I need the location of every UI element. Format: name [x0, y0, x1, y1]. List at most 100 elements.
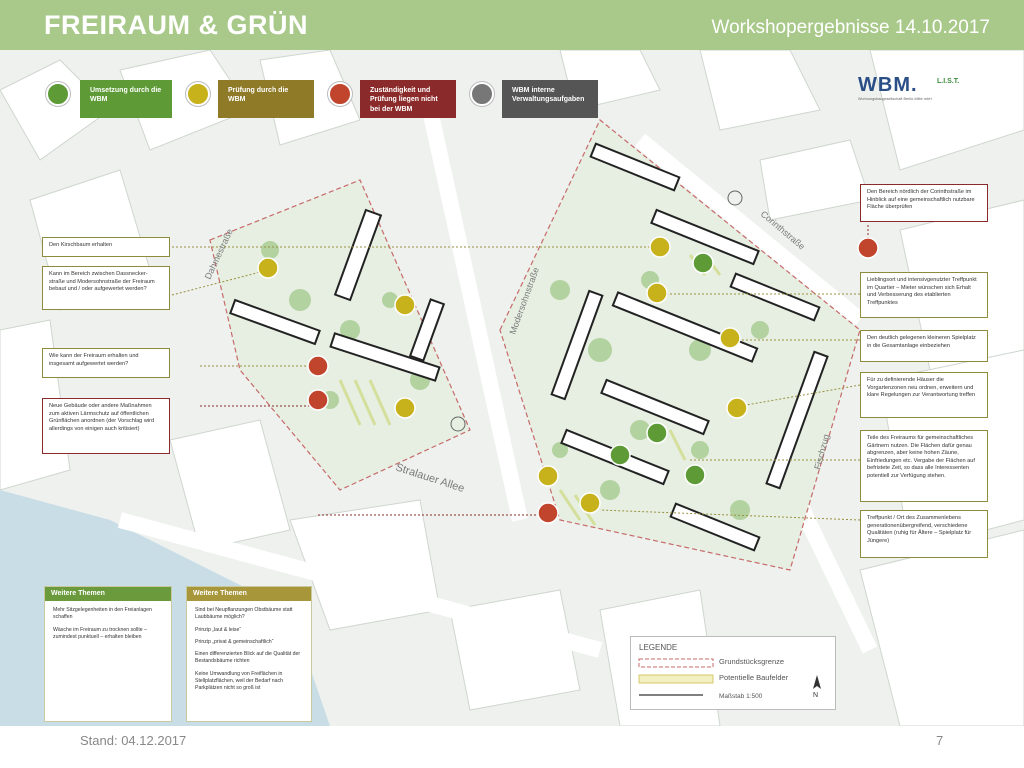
road — [422, 108, 528, 522]
tree — [289, 289, 311, 311]
tree — [552, 442, 568, 458]
callout-freiraum-aufwertung: Wie kann der Freiraum erhalten und insge… — [42, 348, 170, 378]
page-subtitle: Workshopergebnisse 14.10.2017 — [711, 17, 990, 38]
legend-boundary-swatch — [638, 658, 714, 668]
status-dot-red — [328, 82, 352, 106]
legend-title: LEGENDE — [639, 643, 678, 652]
marker-red — [307, 355, 329, 377]
themes-box-general: Weitere Themen Mehr Sitzgelegenheiten in… — [44, 586, 172, 722]
marker-yellow — [394, 397, 416, 419]
building — [729, 272, 821, 322]
legend-build-swatch — [638, 674, 714, 684]
connector-line — [171, 269, 269, 296]
legend-row-buildfields: Potentielle Baufelder — [719, 673, 789, 682]
wbm-logo-subtitle: Wohnungsbaugesellschaft Berlin-Mitte mbH — [858, 97, 932, 101]
callout-kirschbaum: Den Kirschbaum erhalten — [42, 237, 170, 257]
callout-corinthstrasse: Den Bereich nördlich der Corinthstraße i… — [860, 184, 988, 222]
building-block — [859, 529, 1024, 726]
tree — [588, 338, 612, 362]
page-header: FREIRAUM & GRÜN Workshopergebnisse 14.10… — [0, 0, 1024, 50]
marker-green — [684, 464, 706, 486]
themes-item: Mehr Sitzgelegenheiten in den Freianlage… — [53, 607, 152, 621]
building — [229, 298, 321, 346]
marker-yellow — [579, 492, 601, 514]
status-chip-yellow: Prüfung durch die WBM — [218, 80, 314, 118]
legend-scale: Maßstab 1:500 — [719, 693, 763, 700]
status-chip-green: Umsetzung durch die WBM — [80, 80, 172, 118]
tree — [691, 441, 709, 459]
marker-green — [646, 422, 668, 444]
building — [650, 208, 760, 266]
marker-red — [537, 502, 559, 524]
list-logo: L.I.S.T. — [937, 78, 960, 85]
connector-line — [599, 509, 861, 521]
building — [329, 332, 441, 382]
connector-line — [734, 384, 861, 408]
callout-spielplatz: Den deutlich gelegenen kleineren Spielpl… — [860, 330, 988, 362]
page-title: FREIRAUM & GRÜN — [44, 10, 308, 40]
bus-stop-icon — [727, 190, 743, 206]
status-dot-green — [46, 82, 70, 106]
footer-date: Stand: 04.12.2017 — [80, 733, 187, 748]
marker-yellow — [394, 294, 416, 316]
callout-freiraum-bebauung: Kann im Bereich zwischen Dassnecker-stra… — [42, 266, 170, 310]
marker-yellow — [726, 397, 748, 419]
building — [333, 208, 383, 302]
status-chip-grey: WBM interne Verwaltungsaufgaben — [502, 80, 598, 118]
marker-red — [307, 389, 329, 411]
callout-vorgartenzonen: Für zu definierende Häuser die Vorgarten… — [860, 372, 988, 418]
marker-yellow — [646, 282, 668, 304]
building-block — [759, 139, 871, 221]
legend-row-boundary: Grundstücksgrenze — [719, 657, 785, 666]
tree — [340, 320, 360, 340]
building — [669, 502, 761, 552]
marker-green — [609, 444, 631, 466]
tree — [751, 321, 769, 339]
themes-item: Prinzip „privat & gemeinschaftlich“ — [195, 638, 274, 645]
tree — [689, 339, 711, 361]
tree — [600, 480, 620, 500]
status-dot-grey — [470, 82, 494, 106]
building — [550, 289, 604, 401]
marker-green — [692, 252, 714, 274]
themes-heading: Weitere Themen — [187, 587, 311, 601]
themes-heading: Weitere Themen — [45, 587, 171, 601]
status-dot-yellow — [186, 82, 210, 106]
building — [589, 142, 681, 192]
tree — [261, 241, 279, 259]
callout-laermschutz: Neue Gebäude oder andere Maßnahmen zum a… — [42, 398, 170, 454]
bus-stop-icon — [450, 416, 466, 432]
wbm-logo: WBM. Wohnungsbaugesellschaft Berlin-Mitt… — [858, 74, 932, 102]
page-number: 7 — [936, 733, 944, 748]
tree — [382, 292, 398, 308]
building — [408, 298, 446, 362]
building-block — [869, 50, 1024, 171]
building — [600, 378, 710, 436]
tree — [550, 280, 570, 300]
marker-yellow — [719, 327, 741, 349]
themes-item: Prinzip „laut & leise“ — [195, 626, 242, 633]
marker-yellow — [257, 257, 279, 279]
road — [634, 133, 866, 327]
site-plan-map: Dahmestraße Modersohnstraße Corinthstraß… — [0, 50, 1024, 726]
marker-yellow — [649, 236, 671, 258]
building-block — [169, 419, 291, 551]
themes-item: Keine Umwandlung von Freiflächen in Stel… — [195, 670, 283, 692]
building — [611, 291, 759, 363]
callout-gaertnern: Teile des Freiraums für gemeinschaftlich… — [860, 430, 988, 502]
building — [765, 350, 829, 490]
themes-list: Sind bei Neupflanzungen Obstbäume statt … — [187, 601, 311, 693]
tree — [730, 500, 750, 520]
north-label: N — [813, 692, 819, 699]
north-arrow-icon — [813, 675, 821, 689]
tree — [630, 420, 650, 440]
callout-treffpunkt: Treffpunkt / Ort des Zusammenlebens gene… — [860, 510, 988, 558]
site-boundary-east — [499, 119, 861, 571]
marker-yellow — [537, 465, 559, 487]
callout-lieblingsort: Lieblingsort und intensivgenutzter Treff… — [860, 272, 988, 318]
building-block — [699, 50, 821, 131]
street-label: Stralauer Allee — [394, 461, 466, 495]
themes-item: Einen differenzierten Blick auf die Qual… — [195, 651, 301, 665]
status-chip-red: Zuständigkeit und Prüfung liegen nicht b… — [360, 80, 456, 118]
themes-item: Wäsche im Freiraum zu trocknen sollte – … — [53, 626, 147, 640]
